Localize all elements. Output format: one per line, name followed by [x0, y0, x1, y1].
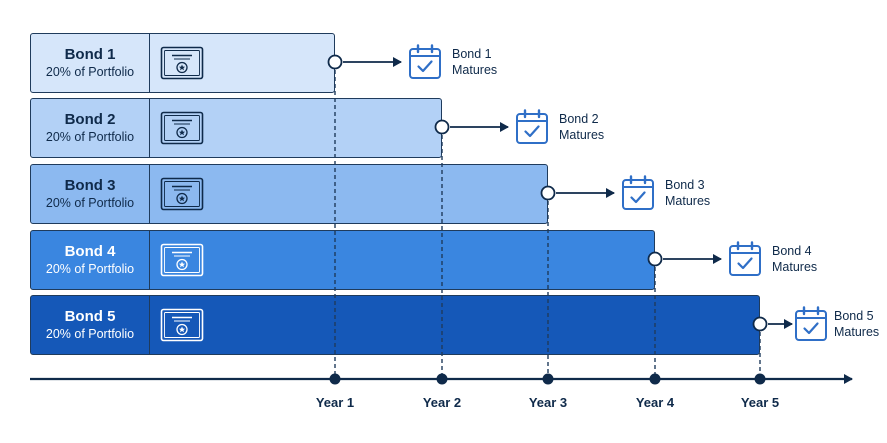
bond-allocation: 20% of Portfolio: [45, 261, 135, 276]
calendar-check-icon: [794, 306, 828, 342]
bond-name: Bond 5: [64, 307, 116, 325]
timeline-tick-dot: [649, 373, 661, 385]
maturity-point: [647, 251, 663, 267]
maturity-point: [327, 54, 343, 70]
certificate-icon: [160, 308, 204, 342]
calendar-check-icon: [728, 241, 762, 277]
maturity-label-bond-2: Bond 2 Matures: [515, 109, 619, 145]
calendar-check-icon: [515, 109, 549, 145]
year-label: Year 1: [315, 395, 355, 410]
year-label: Year 4: [635, 395, 675, 410]
maturity-text: Bond 2 Matures: [559, 112, 605, 142]
bond-name: Bond 3: [64, 176, 116, 194]
timeline-tick-dot: [542, 373, 554, 385]
maturity-point: [540, 185, 556, 201]
timeline-tick-dot: [754, 373, 766, 385]
bond-name: Bond 4: [64, 242, 116, 260]
maturity-text: Bond 1 Matures: [452, 47, 498, 77]
maturity-label-bond-4: Bond 4 Matures: [728, 241, 832, 277]
year-label: Year 3: [528, 395, 568, 410]
bond-allocation: 20% of Portfolio: [45, 64, 135, 79]
maturity-text: Bond 4 Matures: [772, 244, 818, 274]
bond-name: Bond 2: [64, 110, 116, 128]
certificate-icon: [160, 177, 204, 211]
bond-allocation: 20% of Portfolio: [45, 326, 135, 341]
calendar-check-icon: [408, 44, 442, 80]
maturity-label-bond-3: Bond 3 Matures: [621, 175, 725, 211]
maturity-point: [752, 316, 768, 332]
calendar-check-icon: [621, 175, 655, 211]
certificate-icon: [160, 46, 204, 80]
timeline-tick-dot: [436, 373, 448, 385]
year-label: Year 5: [740, 395, 780, 410]
maturity-point: [434, 119, 450, 135]
maturity-text: Bond 5 Matures: [834, 309, 880, 339]
maturity-label-bond-5: Bond 5 Matures: [794, 306, 887, 342]
maturity-text: Bond 3 Matures: [665, 178, 711, 208]
certificate-icon: [160, 111, 204, 145]
bond-name: Bond 1: [64, 45, 116, 63]
certificate-icon: [160, 243, 204, 277]
bond-allocation: 20% of Portfolio: [45, 195, 135, 210]
timeline-tick-dot: [329, 373, 341, 385]
maturity-label-bond-1: Bond 1 Matures: [408, 44, 512, 80]
year-label: Year 2: [422, 395, 462, 410]
bond-allocation: 20% of Portfolio: [45, 129, 135, 144]
